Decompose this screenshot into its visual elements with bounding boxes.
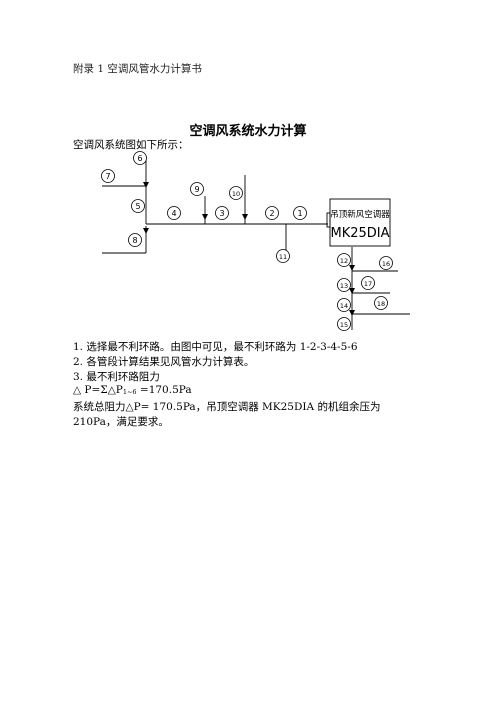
node-circle-11	[276, 249, 290, 263]
damper-marker	[143, 182, 149, 188]
node-circle-15	[337, 317, 351, 331]
section-title: 空调风系统水力计算	[189, 124, 307, 139]
node-label-15: 15	[340, 321, 348, 329]
step-2: 2. 各管段计算结果见风管水力计算表。	[73, 356, 255, 368]
node-circle-3	[215, 206, 229, 220]
node-circle-1	[293, 206, 307, 220]
formula-line: △ P=Σ△P1~6 =170.5Pa	[73, 384, 192, 396]
formula-lhs: △ P=Σ△P	[73, 384, 123, 396]
node-label-18: 18	[377, 300, 385, 308]
step-3: 3. 最不利环路阻力	[73, 371, 160, 383]
node-circle-6	[133, 151, 147, 165]
node-circle-5	[131, 199, 145, 213]
node-label-8: 8	[132, 236, 137, 245]
node-circle-4	[167, 206, 181, 220]
node-circle-2	[265, 206, 279, 220]
node-label-16: 16	[382, 260, 390, 268]
node-label-14: 14	[340, 302, 348, 310]
damper-marker	[143, 228, 149, 234]
node-label-2: 2	[269, 209, 274, 218]
node-label-10: 10	[232, 190, 240, 198]
node-circle-9	[190, 182, 204, 196]
intro-text: 空调风系统图如下所示：	[73, 139, 189, 151]
node-circle-13	[337, 278, 351, 292]
node-label-11: 11	[279, 253, 287, 261]
node-label-9: 9	[194, 185, 199, 194]
node-circle-8	[128, 233, 142, 247]
node-label-12: 12	[340, 257, 348, 265]
formula-rhs: =170.5Pa	[136, 384, 192, 396]
ahu-label-cn: 吊顶新风空调器	[330, 209, 390, 220]
node-label-7: 7	[105, 172, 110, 181]
step-1: 1. 选择最不利环路。由图中可见，最不利环路为 1-2-3-4-5-6	[73, 341, 358, 353]
node-label-3: 3	[219, 209, 224, 218]
damper-marker	[349, 265, 355, 271]
conclusion-text: 系统总阻力△P= 170.5Pa，吊顶空调器 MK25DIA 的机组余压为 21…	[73, 401, 381, 428]
node-label-6: 6	[137, 154, 142, 163]
appendix-header: 附录 1 空调风管水力计算书	[73, 63, 202, 75]
node-circle-17	[361, 276, 375, 290]
node-label-17: 17	[364, 280, 372, 288]
node-circle-16	[379, 256, 393, 270]
damper-marker	[202, 214, 208, 220]
node-circle-7	[101, 169, 115, 183]
node-label-1: 1	[297, 209, 302, 218]
damper-marker	[349, 288, 355, 294]
node-label-5: 5	[135, 202, 140, 211]
ahu-label-model: MK25DIA	[330, 226, 389, 241]
node-label-4: 4	[171, 209, 176, 218]
node-circle-18	[374, 296, 388, 310]
formula-subscript: 1~6	[122, 388, 137, 396]
damper-marker	[349, 310, 355, 316]
damper-marker	[242, 214, 248, 220]
node-circle-10	[229, 186, 243, 200]
node-circle-14	[337, 298, 351, 312]
node-label-13: 13	[340, 282, 348, 290]
node-circle-12	[337, 253, 351, 267]
